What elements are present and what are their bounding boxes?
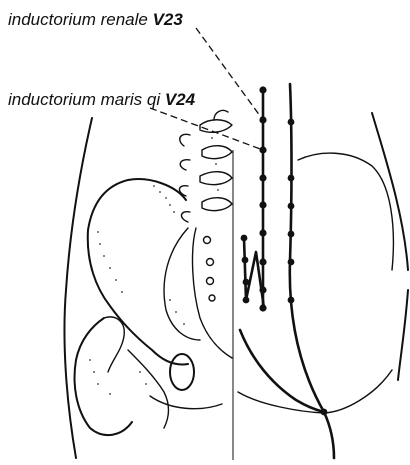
acupoint [288, 175, 295, 182]
obturator-foramen [170, 354, 194, 390]
femur-trochanter [104, 317, 124, 372]
acupoint [259, 229, 266, 236]
label-v23: inductorium renale V23 [8, 11, 183, 28]
acupoint [259, 174, 266, 181]
right-lower-contour [398, 290, 408, 380]
acupoint [259, 286, 266, 293]
acupoint-v24 [259, 146, 266, 153]
label-v24: inductorium maris qi V24 [8, 91, 195, 108]
gluteal-upper-curve [298, 153, 393, 270]
acupoint [321, 409, 328, 416]
sacrum-outline [193, 228, 232, 358]
acupoint [259, 201, 266, 208]
acupoint [288, 297, 295, 304]
acupoint [243, 279, 250, 286]
label-v24-name: inductorium maris qi [8, 90, 160, 109]
pubic-ramus [150, 396, 222, 409]
label-v23-name: inductorium renale [8, 10, 148, 29]
acupoint [259, 258, 266, 265]
lower-medial-meridian [240, 330, 324, 412]
acetabulum [128, 350, 169, 428]
leader-line-v24 [150, 108, 263, 150]
acupoint [243, 297, 250, 304]
iliac-bone [88, 179, 188, 364]
acupoint [241, 235, 248, 242]
acupoint [288, 119, 295, 126]
iliac-inner-edge [164, 228, 200, 340]
acupoint [288, 203, 295, 210]
leader-line-v23 [196, 28, 263, 120]
acupoint [242, 257, 249, 264]
label-v24-code: V24 [165, 90, 195, 109]
gluteal-lower-curve [238, 370, 392, 413]
label-v23-code: V23 [153, 10, 183, 29]
acupoint [259, 86, 266, 93]
right-body-contour [372, 113, 408, 270]
outer-meridian-line [290, 84, 334, 458]
acupoint [288, 259, 295, 266]
acupoint [259, 304, 266, 311]
lumbar-vertebrae [179, 110, 232, 301]
acupoint [288, 231, 295, 238]
